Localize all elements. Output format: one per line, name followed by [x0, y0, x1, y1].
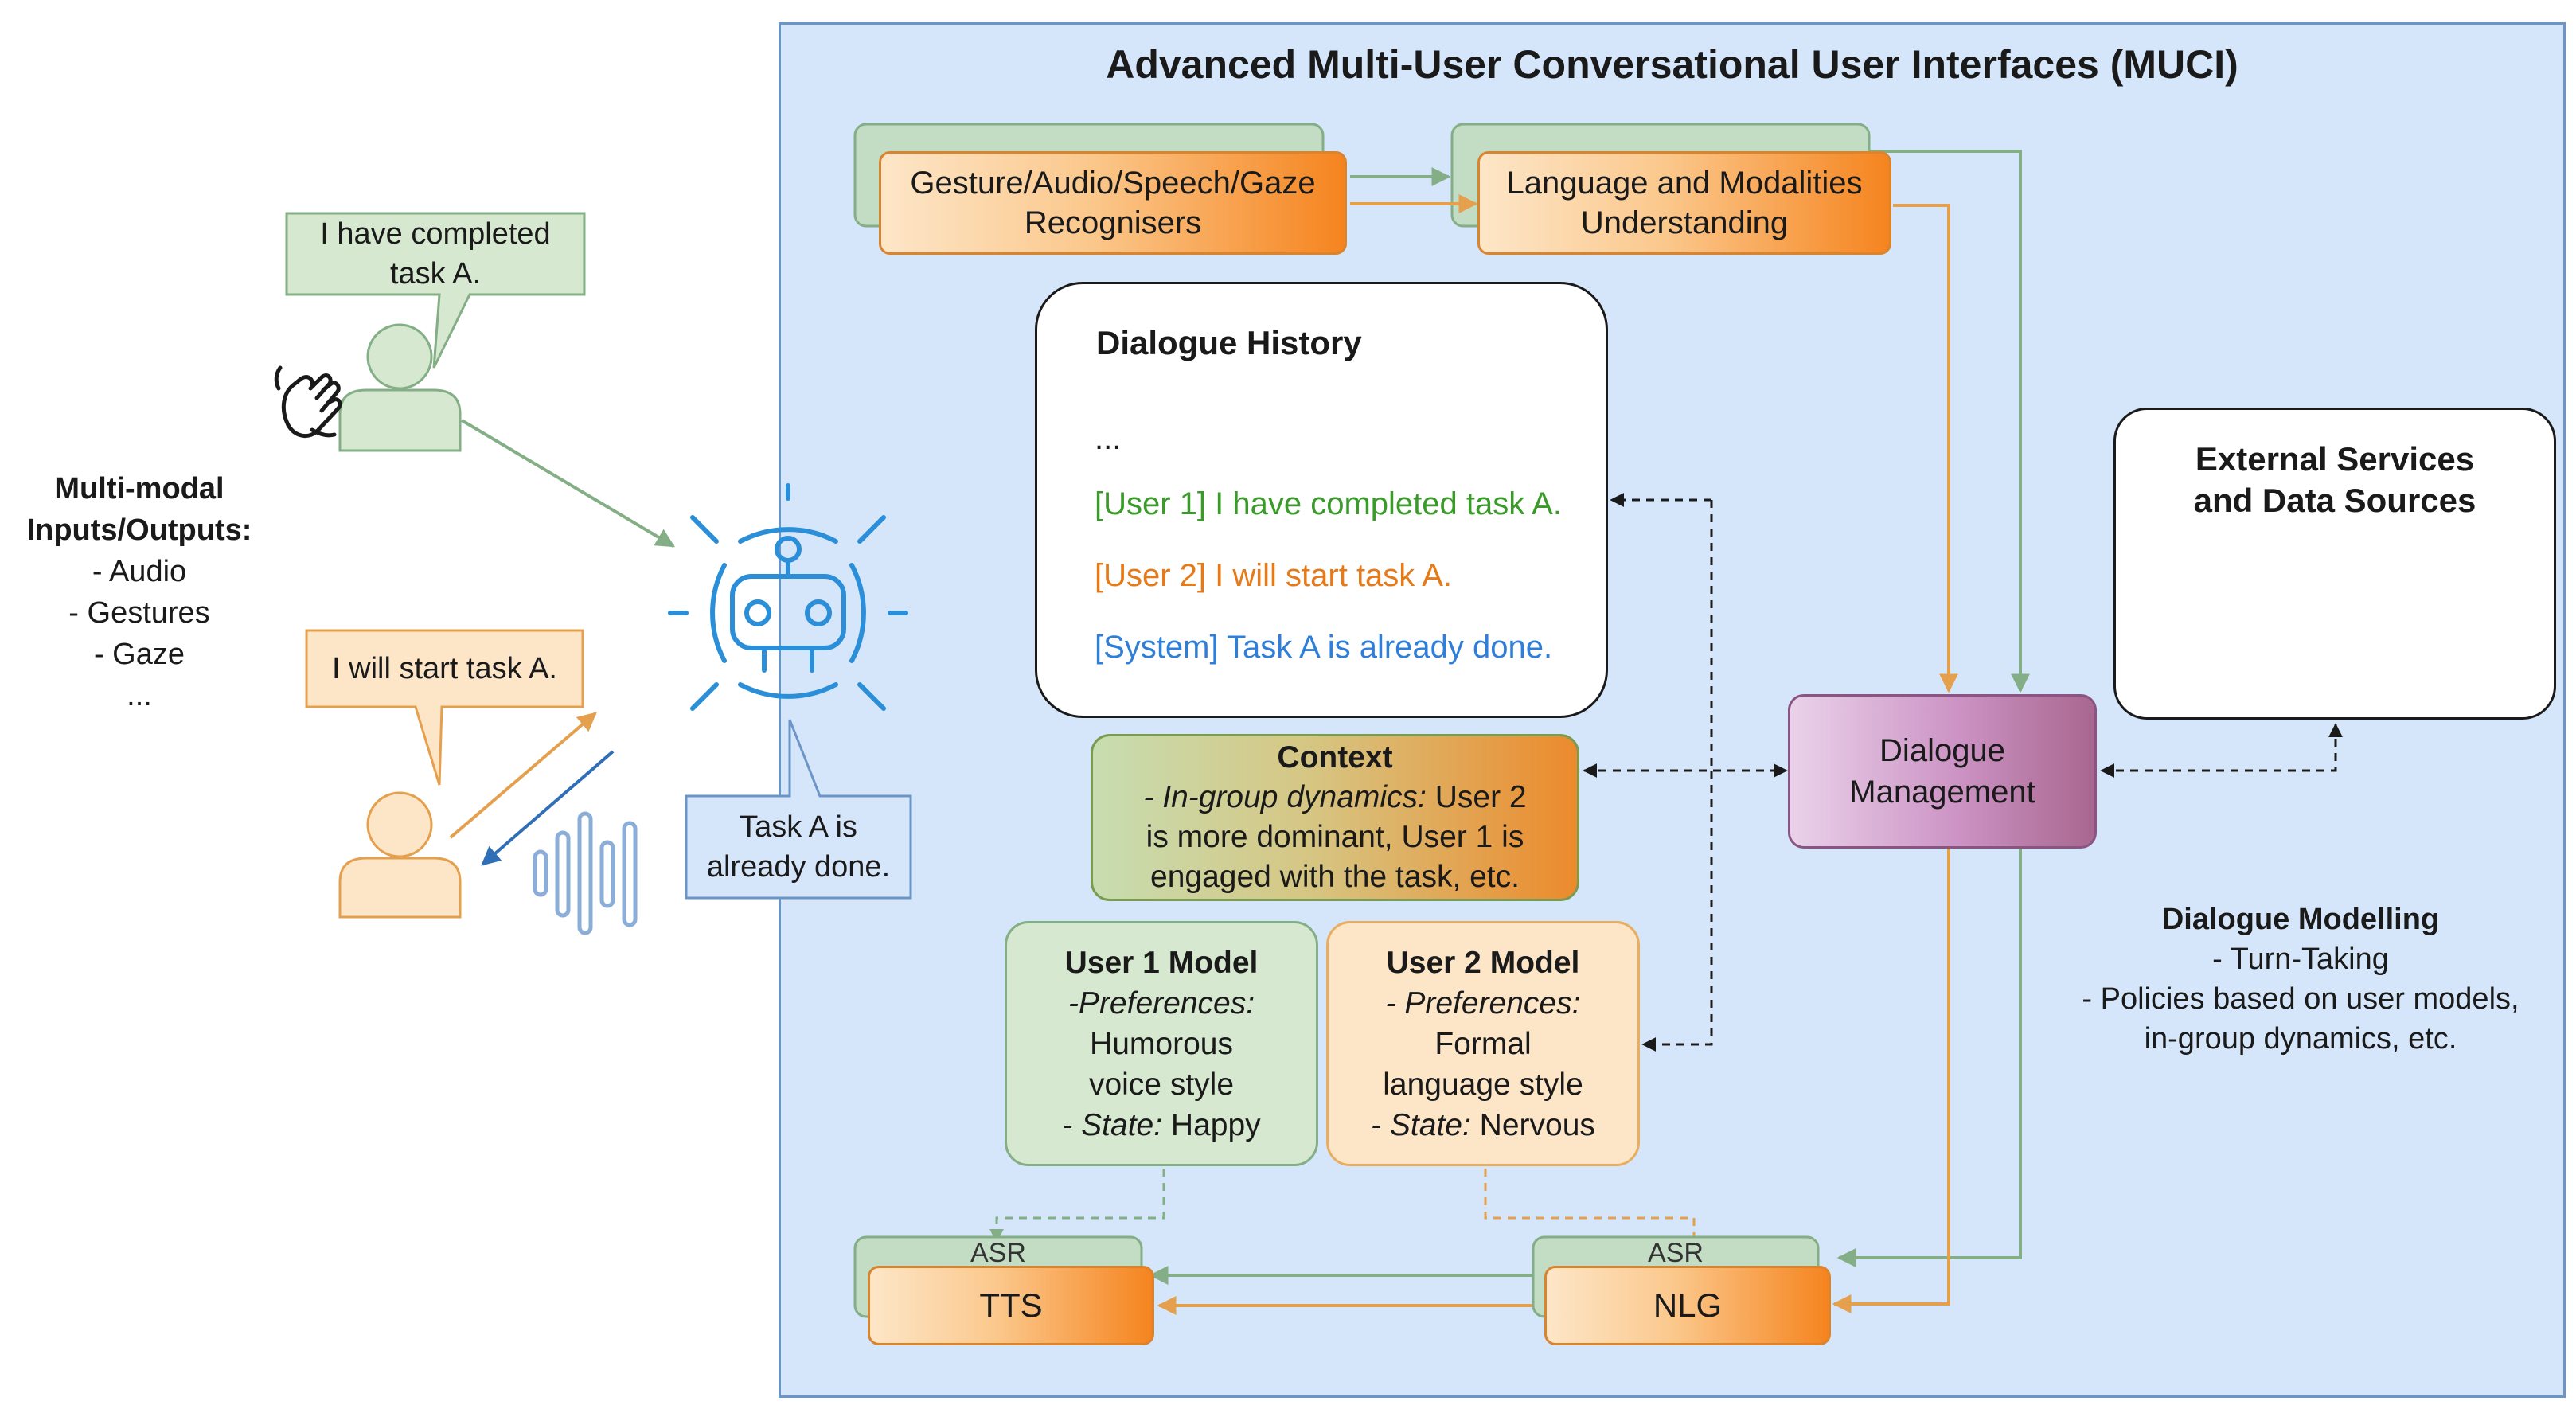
user1-model-state: - State: Happy: [1062, 1105, 1260, 1146]
user2-model-box: User 2 Model - Preferences: Formal langu…: [1326, 921, 1640, 1166]
system-bubble-line1: Task A is: [740, 810, 857, 844]
user2-model-state-label: - State:: [1371, 1107, 1471, 1142]
user1-bubble-line2: task A.: [389, 257, 482, 291]
arrow-understanding-to-dm-green: [1869, 150, 2030, 693]
system-bubble-text: Task A is already done.: [686, 796, 911, 898]
system-speech-bubble: [685, 719, 912, 900]
io-item-more: ...: [127, 679, 152, 712]
dialogue-modelling-text: Dialogue Modelling - Turn-Taking - Polic…: [2022, 900, 2576, 1059]
user2-avatar-icon: [338, 791, 462, 919]
external-title-line2: and Data Sources: [2193, 482, 2476, 519]
user2-model-pref-line1: Formal: [1434, 1026, 1532, 1061]
tts-box: TTS: [868, 1266, 1154, 1345]
user1-avatar-icon: [338, 323, 462, 452]
user2-model-pref-line2: language style: [1383, 1067, 1583, 1102]
arrow-dashed-to-user2-model: [1641, 771, 1713, 1052]
user2-model-state-value: Nervous: [1470, 1107, 1595, 1142]
recognisers-line1: Gesture/Audio/Speech/Gaze: [910, 166, 1316, 201]
sound-wave-icon: [533, 811, 638, 935]
user1-bubble-line1: I have completed: [320, 217, 551, 251]
arrow-user1-model-to-tts: [989, 1169, 1165, 1243]
user1-model-box: User 1 Model -Preferences: Humorous voic…: [1005, 921, 1318, 1166]
nlg-label: NLG: [1653, 1286, 1723, 1324]
user1-bubble-text: I have completed task A.: [287, 213, 584, 295]
context-box: Context - In-group dynamics: User 2 is m…: [1091, 734, 1579, 901]
arrow-dm-to-nlg-green: [1836, 849, 2022, 1267]
history-title: Dialogue History: [1096, 324, 1362, 361]
io-item-audio: - Audio: [92, 555, 187, 588]
recognisers-line2: Recognisers: [1024, 205, 1202, 240]
user2-bubble-line: I will start task A.: [332, 652, 557, 685]
user2-model-pref-label: - Preferences:: [1385, 986, 1581, 1021]
io-title-line2: Inputs/Outputs:: [26, 513, 252, 547]
dm-line2: Management: [1849, 775, 2035, 810]
understanding-box: Language and Modalities Understanding: [1477, 151, 1891, 255]
dialogue-management-box: Dialogue Management: [1788, 694, 2097, 849]
dm-line1: Dialogue: [1879, 733, 2005, 768]
understanding-line1: Language and Modalities: [1506, 166, 1863, 201]
context-line1-rest: User 2: [1426, 780, 1527, 814]
arrow-dm-external: [2100, 723, 2343, 778]
user1-model-pref-label: -Preferences:: [1067, 986, 1255, 1021]
history-system-line: [System] Task A is already done.: [1095, 630, 1553, 665]
context-title: Context: [1277, 740, 1393, 775]
modelling-line2: - Policies based on user models,: [2082, 982, 2519, 1016]
nlg-back-label: ASR: [1648, 1237, 1704, 1268]
robot-icon: [668, 483, 908, 711]
external-title-line1: External Services: [2195, 440, 2475, 478]
user1-model-pref-line2: voice style: [1088, 1067, 1235, 1102]
arrow-user1-to-robot: [460, 419, 676, 548]
context-line1: - In-group dynamics: User 2: [1143, 778, 1526, 818]
modelling-line1: - Turn-Taking: [2212, 943, 2389, 976]
user1-model-pref-line1: Humorous: [1090, 1026, 1233, 1061]
muci-title: Advanced Multi-User Conversational User …: [1106, 42, 2238, 87]
user1-model-state-label: - State:: [1062, 1107, 1163, 1142]
io-item-gestures: - Gestures: [68, 596, 210, 630]
tts-back-label: ASR: [970, 1237, 1026, 1268]
context-line1-label: - In-group dynamics:: [1143, 780, 1427, 814]
waving-hand-icon: [274, 365, 342, 439]
external-title: External Services and Data Sources: [2116, 439, 2554, 521]
tts-label: TTS: [979, 1286, 1043, 1324]
user2-model-state: - State: Nervous: [1371, 1105, 1595, 1146]
io-title-line1: Multi-modal: [54, 472, 224, 505]
io-item-gaze: - Gaze: [93, 638, 185, 671]
history-ellipsis: ...: [1095, 421, 1122, 456]
arrow-understanding-to-dm-orange: [1893, 204, 1958, 693]
nlg-box: NLG: [1544, 1266, 1831, 1345]
understanding-line2: Understanding: [1580, 205, 1789, 240]
context-line3: engaged with the task, etc.: [1150, 860, 1520, 894]
io-description: Multi-modal Inputs/Outputs: - Audio - Ge…: [0, 468, 279, 716]
modelling-title: Dialogue Modelling: [2161, 903, 2440, 936]
user2-speech-bubble: [305, 629, 584, 786]
history-user1-line: [User 1] I have completed task A.: [1095, 486, 1562, 521]
context-line2: is more dominant, User 1 is: [1146, 820, 1524, 854]
arrow-robot-to-user2: [481, 750, 615, 866]
history-user2-line: [User 2] I will start task A.: [1095, 558, 1453, 593]
system-bubble-line2: already done.: [706, 850, 891, 884]
recognisers-box: Gesture/Audio/Speech/Gaze Recognisers: [879, 151, 1347, 255]
user1-model-title: User 1 Model: [1064, 945, 1259, 980]
dialogue-history-box: Dialogue History ... [User 1] I have com…: [1035, 282, 1608, 718]
arrow-dm-to-nlg-orange: [1832, 849, 1950, 1313]
user1-model-state-value: Happy: [1162, 1107, 1261, 1142]
user2-model-title: User 2 Model: [1386, 945, 1580, 980]
external-services-box: External Services and Data Sources: [2113, 408, 2556, 720]
modelling-line3: in-group dynamics, etc.: [2144, 1022, 2457, 1056]
user1-speech-bubble: [285, 212, 586, 369]
user2-bubble-text: I will start task A.: [306, 630, 583, 707]
arrow-user2-to-robot: [449, 712, 597, 839]
